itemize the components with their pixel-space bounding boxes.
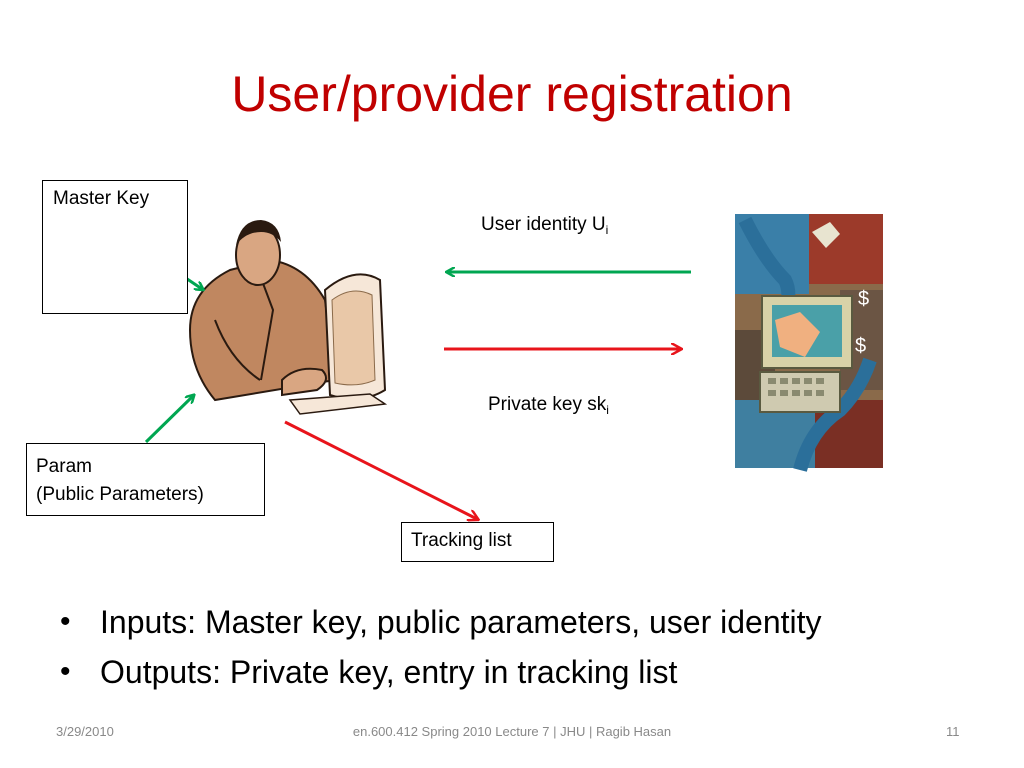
tracking-list-label: Tracking list: [411, 530, 512, 551]
private-key-label: Private key ski: [488, 394, 609, 417]
bullet-dot-icon: •: [60, 605, 71, 638]
private-key-subscript: i: [606, 403, 609, 417]
user-at-computer-icon: [188, 220, 388, 415]
svg-text:$: $: [855, 335, 866, 357]
arrow-param-to-user: [144, 396, 193, 444]
tracking-list-box: Tracking list: [401, 522, 554, 562]
arrow-to-tracking-list: [284, 420, 477, 519]
user-identity-label: User identity Ui: [481, 214, 608, 237]
user-identity-text: User identity U: [481, 214, 606, 235]
param-label: Param: [36, 456, 92, 477]
master-key-label: Master Key: [53, 188, 150, 209]
bullet-dot-icon: •: [60, 655, 71, 688]
bullet-item: • Outputs: Private key, entry in tracking…: [60, 650, 822, 700]
footer-date: 3/29/2010: [56, 724, 114, 739]
bullet-item: • Inputs: Master key, public parameters, …: [60, 600, 822, 650]
slide-title: User/provider registration: [231, 66, 793, 122]
param-description: (Public Parameters): [36, 484, 204, 505]
bullet-text-inputs: Inputs: Master key, public parameters, u…: [100, 604, 822, 640]
user-identity-subscript: i: [605, 223, 609, 237]
private-key-text: Private key sk: [488, 394, 607, 415]
bullet-list: • Inputs: Master key, public parameters, …: [60, 600, 822, 700]
footer-page-number: 11: [946, 724, 960, 739]
bullet-text-outputs: Outputs: Private key, entry in tracking …: [100, 654, 678, 690]
provider-collage-icon: $ $: [735, 214, 883, 472]
svg-text:$: $: [858, 288, 869, 310]
param-box: Param (Public Parameters): [26, 443, 265, 516]
footer-course: en.600.412 Spring 2010 Lecture 7 | JHU |…: [352, 724, 672, 739]
master-key-box: Master Key: [42, 180, 188, 314]
